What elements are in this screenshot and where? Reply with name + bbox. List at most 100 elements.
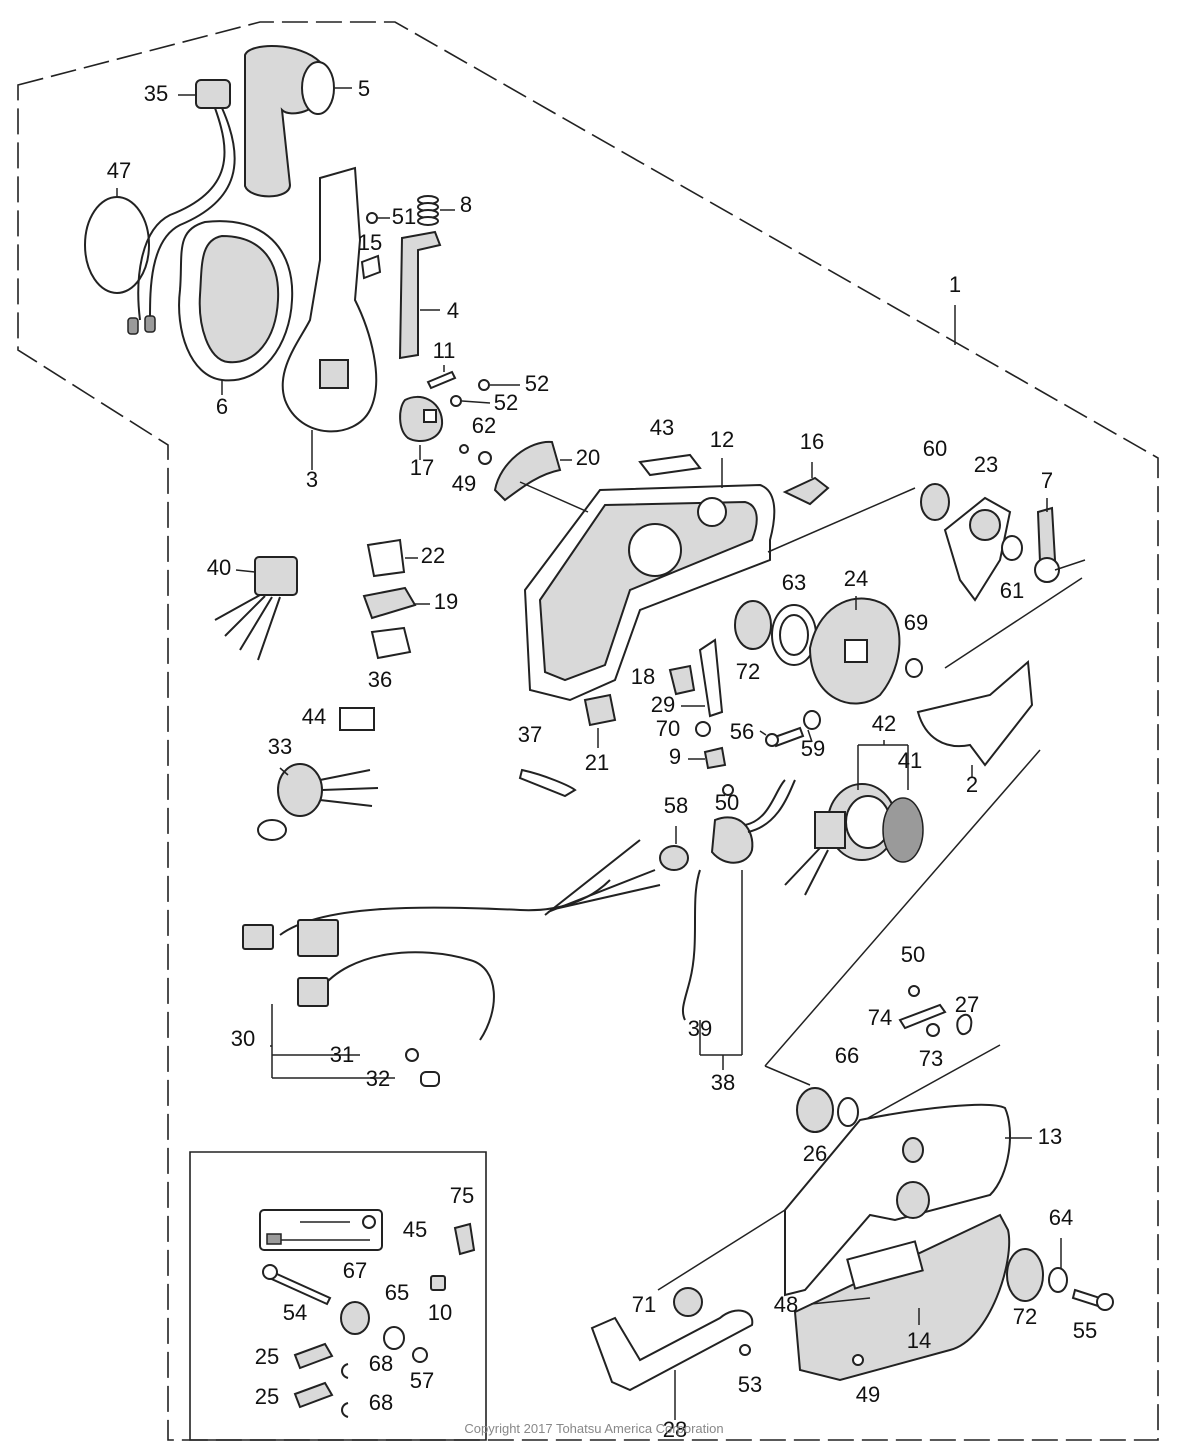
callout-c45: 45 bbox=[403, 1217, 427, 1242]
bolt-55 bbox=[1071, 1288, 1102, 1308]
bushing-26 bbox=[796, 1087, 834, 1133]
cam-20 bbox=[493, 440, 562, 502]
link-4 bbox=[398, 230, 442, 360]
clip-15 bbox=[360, 254, 382, 280]
callout-c69: 69 bbox=[904, 610, 928, 635]
callout-c74: 74 bbox=[868, 1005, 892, 1030]
callout-c43: 43 bbox=[650, 415, 674, 440]
callout-c66: 66 bbox=[835, 1043, 859, 1068]
callout-c14: 14 bbox=[907, 1328, 931, 1353]
callout-c62: 62 bbox=[472, 413, 496, 438]
cap-22 bbox=[366, 538, 406, 578]
ball-70 bbox=[695, 721, 711, 737]
callout-c41: 41 bbox=[898, 748, 922, 773]
screw-53 bbox=[739, 1344, 751, 1356]
lever-28 bbox=[590, 1309, 754, 1392]
callout-c47: 47 bbox=[107, 158, 131, 183]
washer-66 bbox=[837, 1097, 859, 1127]
callout-c63: 63 bbox=[782, 570, 806, 595]
nut-73 bbox=[926, 1023, 940, 1037]
key-switch-33 bbox=[257, 763, 379, 841]
callout-c29: 29 bbox=[651, 692, 675, 717]
callout-c52: 52 bbox=[525, 371, 549, 396]
callout-c75: 75 bbox=[450, 1183, 474, 1208]
callout-c39: 39 bbox=[688, 1016, 712, 1041]
callout-c3: 3 bbox=[306, 467, 318, 492]
pin-11 bbox=[426, 370, 457, 390]
clip-75 bbox=[453, 1222, 476, 1256]
callout-c40: 40 bbox=[207, 555, 231, 580]
callout-c9: 9 bbox=[669, 744, 681, 769]
callout-c71: 71 bbox=[632, 1292, 656, 1317]
harness-30 bbox=[242, 839, 661, 1087]
callout-c70: 70 bbox=[656, 716, 680, 741]
callout-c49b: 49 bbox=[856, 1382, 880, 1407]
handle-group bbox=[84, 45, 572, 502]
callout-c65: 65 bbox=[385, 1280, 409, 1305]
plate-36 bbox=[370, 626, 412, 660]
callout-c52b: 52 bbox=[494, 390, 518, 415]
callout-c5: 5 bbox=[358, 76, 370, 101]
callout-c60: 60 bbox=[923, 436, 947, 461]
lever-7 bbox=[1036, 506, 1057, 564]
callout-c72: 72 bbox=[736, 659, 760, 684]
callout-c25: 25 bbox=[255, 1344, 279, 1369]
callout-labels: 1234567891011121314151617181920212223242… bbox=[107, 76, 1097, 1442]
callout-c17: 17 bbox=[410, 455, 434, 480]
screw-31 bbox=[405, 1048, 419, 1062]
screw-49b bbox=[852, 1354, 864, 1366]
spring-27 bbox=[956, 1013, 973, 1036]
seal-19 bbox=[362, 586, 417, 620]
spacer-67 bbox=[340, 1301, 370, 1335]
callout-c13: 13 bbox=[1038, 1124, 1062, 1149]
callout-c48: 48 bbox=[774, 1292, 798, 1317]
bushing-71 bbox=[673, 1287, 703, 1317]
washer-61 bbox=[1001, 535, 1023, 561]
clip-18 bbox=[668, 664, 696, 696]
callout-c50b: 50 bbox=[901, 942, 925, 967]
callout-c8: 8 bbox=[460, 192, 472, 217]
callout-c49: 49 bbox=[452, 471, 476, 496]
callout-c32: 32 bbox=[366, 1066, 390, 1091]
switch-35 bbox=[195, 79, 231, 109]
plug-16 bbox=[782, 476, 830, 506]
assembly-boundary bbox=[17, 21, 1159, 1441]
callout-c21: 21 bbox=[585, 750, 609, 775]
right-upper-group bbox=[668, 483, 1086, 796]
gasket-43 bbox=[638, 453, 702, 477]
callout-c24: 24 bbox=[844, 566, 868, 591]
bushing-17 bbox=[399, 395, 444, 442]
arm-3 bbox=[281, 166, 378, 433]
callout-c22: 22 bbox=[421, 543, 445, 568]
callout-c37: 37 bbox=[518, 722, 542, 747]
callout-c20: 20 bbox=[576, 445, 600, 470]
block-9 bbox=[703, 746, 727, 770]
screw-49 bbox=[459, 444, 469, 454]
callout-c44: 44 bbox=[302, 704, 326, 729]
callout-c67: 67 bbox=[343, 1258, 367, 1283]
callout-c10: 10 bbox=[428, 1300, 452, 1325]
callout-c30: 30 bbox=[231, 1026, 255, 1051]
callout-c55: 55 bbox=[1073, 1318, 1097, 1343]
bushing-60 bbox=[920, 483, 950, 521]
callout-c1: 1 bbox=[949, 272, 961, 297]
callout-c56: 56 bbox=[730, 719, 754, 744]
callout-c2: 2 bbox=[966, 772, 978, 797]
callout-c68: 68 bbox=[369, 1351, 393, 1376]
callout-c6: 6 bbox=[216, 394, 228, 419]
center-lower-group bbox=[659, 740, 924, 1070]
switch-40 bbox=[254, 556, 298, 596]
callout-c28: 28 bbox=[663, 1417, 687, 1442]
control-box-12 bbox=[519, 453, 830, 748]
callout-c68b: 68 bbox=[369, 1390, 393, 1415]
callout-c73: 73 bbox=[919, 1046, 943, 1071]
plug-32 bbox=[420, 1071, 440, 1087]
lever-74 bbox=[898, 1003, 947, 1030]
block-10 bbox=[430, 1275, 446, 1291]
callout-c27: 27 bbox=[955, 992, 979, 1017]
washer-65 bbox=[383, 1326, 405, 1350]
plate-14 bbox=[793, 1213, 1011, 1382]
callout-c58: 58 bbox=[664, 793, 688, 818]
nut-57 bbox=[412, 1347, 428, 1363]
